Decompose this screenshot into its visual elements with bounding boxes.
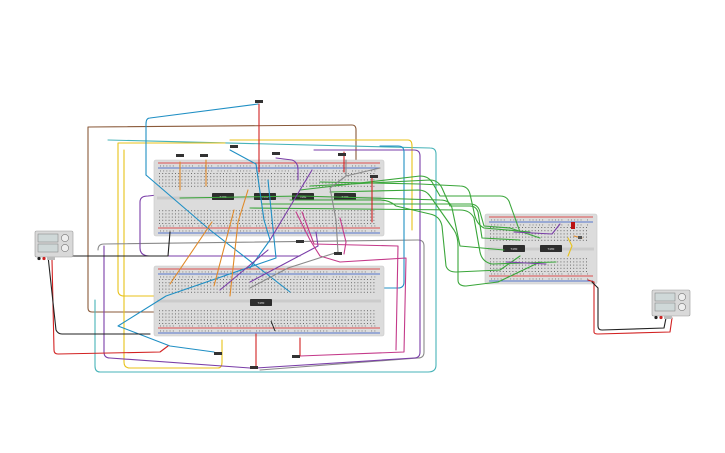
psu-display-voltage — [37, 233, 59, 243]
wire-green-4[interactable] — [289, 199, 521, 273]
wire-magenta-3[interactable] — [339, 217, 347, 255]
wire-purple-right-2[interactable] — [505, 261, 547, 265]
psu-voltage-knob[interactable] — [678, 293, 686, 301]
psu-terminal-positive[interactable] — [42, 256, 46, 261]
wire-layer-back — [87, 103, 437, 373]
header-pin[interactable] — [338, 153, 346, 156]
psu-terminal-negative[interactable] — [654, 315, 658, 320]
breadboard-right[interactable]: 74HC 74HC — [484, 213, 598, 285]
wire-green-3[interactable] — [319, 181, 531, 233]
header-pin[interactable] — [292, 355, 300, 358]
power-supply-right[interactable] — [651, 289, 691, 320]
wire-teal[interactable] — [94, 139, 437, 373]
psu-switch[interactable] — [47, 257, 55, 260]
wire-green-5[interactable] — [329, 189, 541, 287]
wire-power-red-left[interactable] — [51, 259, 169, 355]
power-supply-left[interactable] — [34, 230, 74, 261]
wire-green-8[interactable] — [179, 195, 505, 251]
wire-blue-right[interactable] — [299, 145, 405, 289]
wire-purple-front-3[interactable] — [249, 231, 319, 283]
wire-power-black-left-2[interactable] — [59, 231, 171, 257]
chip-label: 74HC — [547, 247, 554, 251]
psu-switch[interactable] — [664, 316, 672, 319]
header-pin[interactable] — [200, 154, 208, 157]
chip-6[interactable]: 74HC — [503, 245, 525, 252]
wire-yellow-2[interactable] — [123, 149, 223, 369]
wire-purple-2[interactable] — [255, 149, 421, 369]
header-pin[interactable] — [176, 154, 184, 157]
chip-1[interactable]: 74HC — [212, 193, 234, 200]
header-pin[interactable] — [255, 100, 263, 103]
psu-current-knob[interactable] — [678, 303, 686, 311]
wire-purple-3[interactable] — [103, 245, 251, 369]
wire-blue-cross-2[interactable] — [117, 179, 277, 353]
chip-4[interactable]: 74HC — [334, 193, 356, 200]
wire-brown[interactable] — [87, 124, 357, 313]
wire-magenta-2[interactable] — [301, 211, 399, 351]
wire-green-2[interactable] — [309, 179, 521, 241]
led-red[interactable] — [571, 222, 575, 229]
psu-display-current — [654, 302, 676, 312]
jumper-wire-short[interactable] — [270, 320, 276, 332]
wire-red-bottom[interactable] — [255, 333, 301, 369]
chip-label: 74HC — [510, 247, 517, 251]
wire-gray[interactable] — [97, 239, 425, 371]
header-pin[interactable] — [250, 366, 258, 369]
wire-purple-right-1[interactable] — [513, 223, 561, 235]
psu-terminal-positive[interactable] — [659, 315, 663, 320]
header-pin[interactable] — [230, 145, 238, 148]
breadboard-main-bottom[interactable]: 74HC — [153, 265, 385, 337]
header-pin[interactable] — [296, 240, 304, 243]
wire-yellow-right[interactable] — [567, 237, 573, 257]
wire-orange-2[interactable] — [205, 159, 235, 287]
wire-power-red-right[interactable] — [587, 279, 673, 335]
header-pin[interactable] — [370, 175, 378, 178]
wire-power-black-right[interactable] — [591, 281, 667, 331]
wire-orange-1[interactable] — [169, 161, 213, 285]
wire-green-1[interactable] — [299, 175, 521, 233]
wire-orange-3[interactable] — [229, 189, 249, 297]
wire-blue-cross-3[interactable] — [229, 149, 271, 269]
wire-layer-front — [47, 103, 673, 369]
header-pin[interactable] — [334, 252, 342, 255]
wire-power-black-left[interactable] — [47, 255, 151, 335]
chip-5[interactable]: 74HC — [250, 299, 272, 306]
wire-purple-front-1[interactable] — [219, 169, 313, 291]
wire-blue-top[interactable] — [145, 103, 259, 176]
header-pin[interactable] — [272, 152, 280, 155]
resistor[interactable] — [578, 236, 582, 239]
wire-green-6[interactable] — [249, 207, 557, 265]
psu-display-current — [37, 243, 59, 253]
wire-magenta-1[interactable] — [295, 211, 407, 357]
hole-grid — [159, 271, 376, 332]
wire-green-7[interactable] — [261, 203, 541, 239]
psu-current-knob[interactable] — [61, 244, 69, 252]
chip-7[interactable]: 74HC — [540, 245, 562, 252]
wire-blue-cross-1[interactable] — [145, 174, 291, 293]
header-pin[interactable] — [214, 352, 222, 355]
psu-display-voltage — [654, 292, 676, 302]
psu-voltage-knob[interactable] — [61, 234, 69, 242]
wire-purple-front-2[interactable] — [275, 157, 299, 181]
chip-label: 74HC — [299, 195, 306, 199]
psu-terminal-negative[interactable] — [37, 256, 41, 261]
chip-label: 74HC — [257, 301, 264, 305]
